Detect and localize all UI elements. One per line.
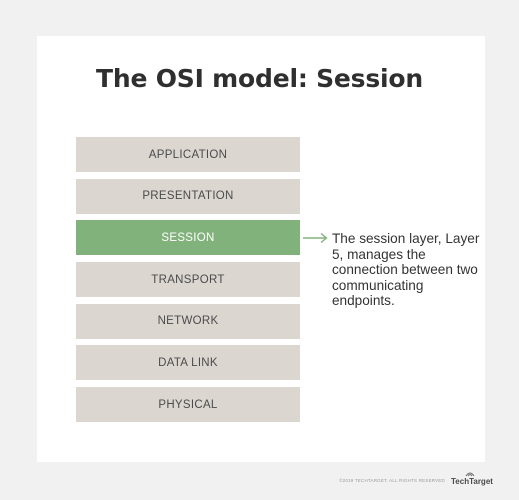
- layer-label: DATA LINK: [158, 356, 218, 369]
- layer-label: PHYSICAL: [158, 398, 218, 411]
- layer-session: SESSION: [76, 220, 300, 256]
- arrow-right-icon: [303, 232, 328, 244]
- layer-label: APPLICATION: [148, 148, 228, 161]
- layer-physical: PHYSICAL: [76, 387, 300, 423]
- layer-data-link: DATA LINK: [76, 345, 300, 381]
- layer-application: APPLICATION: [76, 137, 300, 172]
- logo-text: TechTarget: [451, 477, 493, 486]
- logo-mark-icon: [465, 472, 475, 477]
- layer-label: TRANSPORT: [151, 273, 225, 286]
- layer-network: NETWORK: [76, 303, 300, 339]
- techtarget-logo-icon: TechTarget: [451, 471, 493, 489]
- layer-label: SESSION: [161, 231, 215, 244]
- layer-label: PRESENTATION: [142, 190, 234, 203]
- footer: ©2019 TECHTARGET. ALL RIGHTS RESERVED Te…: [339, 471, 493, 489]
- copyright-text: ©2019 TECHTARGET. ALL RIGHTS RESERVED: [339, 477, 445, 483]
- page-title: The OSI model: Session: [96, 64, 423, 93]
- layer-presentation: PRESENTATION: [76, 178, 300, 214]
- osi-layer-stack: APPLICATION PRESENTATION SESSION TRANSPO…: [76, 137, 300, 429]
- session-description: The session layer, Layer 5, manages the …: [332, 231, 480, 308]
- layer-label: NETWORK: [157, 315, 219, 328]
- layer-transport: TRANSPORT: [76, 262, 300, 298]
